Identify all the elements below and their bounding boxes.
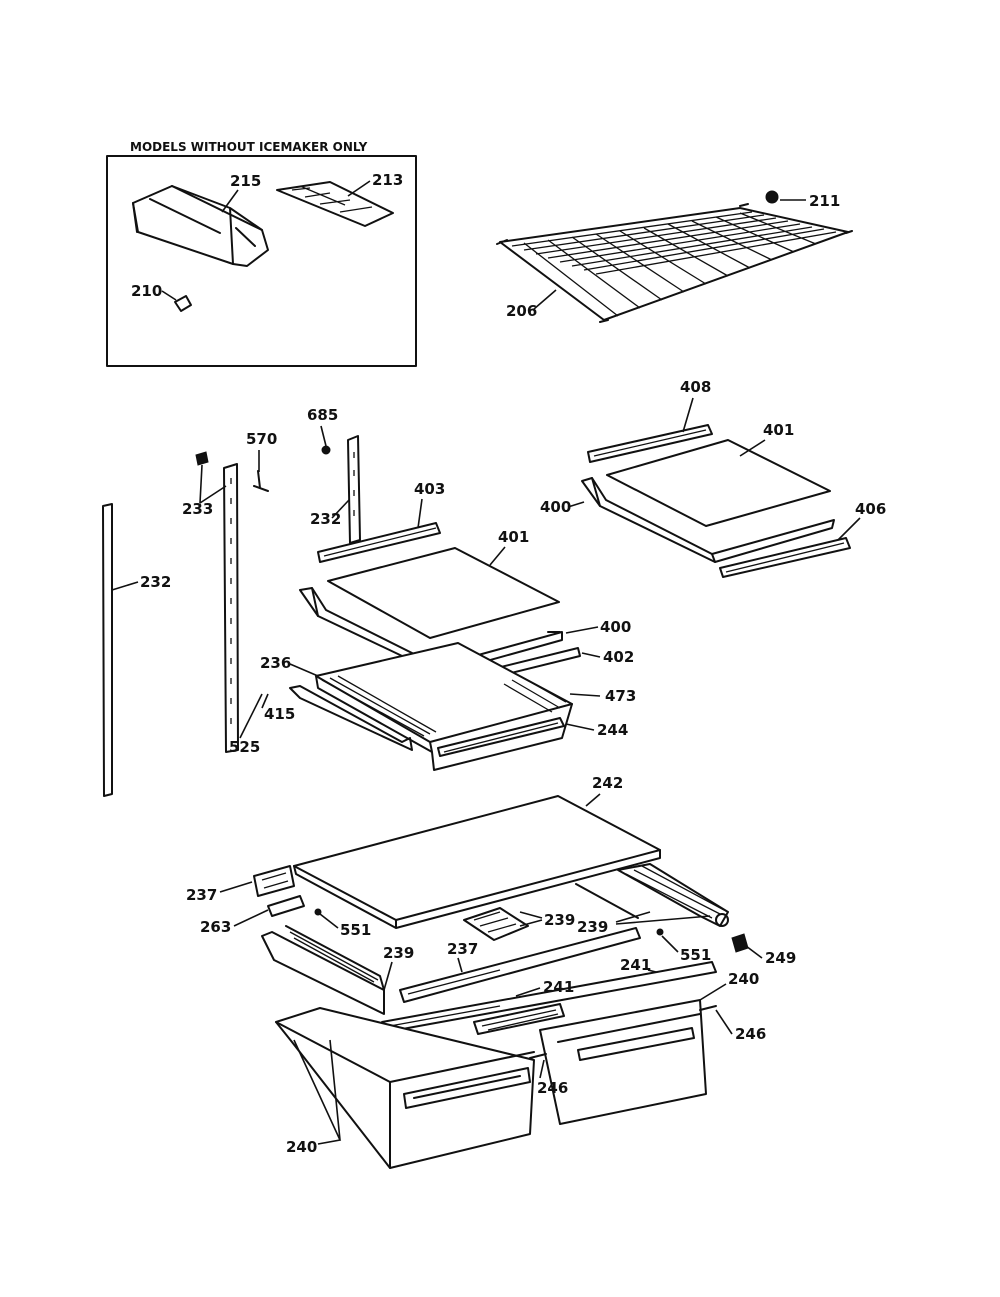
label-400a: 400 — [540, 498, 571, 516]
part-210 — [174, 295, 192, 312]
part-crisper-drawer-right — [539, 999, 717, 1125]
label-401a: 401 — [763, 421, 794, 439]
part-right-side-rail — [575, 863, 729, 927]
label-401b: 401 — [498, 528, 529, 546]
label-415: 415 — [264, 705, 295, 723]
label-210: 210 — [131, 282, 162, 300]
label-240b: 240 — [286, 1138, 317, 1156]
label-685: 685 — [307, 406, 338, 424]
label-263: 263 — [200, 918, 231, 936]
label-233: 233 — [182, 500, 213, 518]
part-crisper-cover — [293, 795, 661, 929]
part-crisper-drawer-left — [275, 1007, 547, 1169]
label-206: 206 — [506, 302, 537, 320]
label-239b: 239 — [577, 918, 608, 936]
inset-title: MODELS WITHOUT ICEMAKER ONLY — [130, 140, 368, 154]
label-473: 473 — [605, 687, 636, 705]
label-237a: 237 — [186, 886, 217, 904]
label-244: 244 — [597, 721, 628, 739]
part-screw-685 — [321, 445, 331, 455]
part-screw-570 — [253, 470, 269, 492]
part-249 — [731, 933, 749, 953]
part-rail-ladder — [223, 463, 239, 753]
part-263 — [267, 895, 305, 917]
part-ice-tray — [276, 181, 394, 227]
label-408: 408 — [680, 378, 711, 396]
label-246a: 246 — [735, 1025, 766, 1043]
label-232b: 232 — [140, 573, 171, 591]
label-232a: 232 — [310, 510, 341, 528]
label-239c: 239 — [383, 944, 414, 962]
label-215: 215 — [230, 172, 261, 190]
part-shelf-bumper — [765, 190, 779, 204]
label-241b: 241 — [543, 978, 574, 996]
label-570: 570 — [246, 430, 277, 448]
part-screw-551b — [656, 928, 664, 936]
inset-frame — [106, 155, 417, 367]
label-242: 242 — [592, 774, 623, 792]
part-support-237a — [253, 865, 295, 897]
part-wire-shelf — [496, 203, 853, 323]
label-241a: 241 — [620, 956, 651, 974]
label-403: 403 — [414, 480, 445, 498]
label-551a: 551 — [340, 921, 371, 939]
part-left-frame — [261, 925, 385, 1015]
part-ice-bucket — [132, 185, 269, 267]
part-middle-shelf — [299, 522, 581, 689]
part-clip-233 — [195, 451, 209, 466]
label-237b: 237 — [447, 940, 478, 958]
part-meat-pan-assembly — [289, 642, 573, 771]
label-211: 211 — [809, 192, 840, 210]
label-240a: 240 — [728, 970, 759, 988]
part-rail-short — [347, 435, 361, 544]
label-236: 236 — [260, 654, 291, 672]
label-239a: 239 — [544, 911, 575, 929]
part-center-support — [463, 907, 529, 941]
label-213: 213 — [372, 171, 403, 189]
icemaker-inset: MODELS WITHOUT ICEMAKER ONLY 215 213 210 — [106, 140, 417, 367]
label-525: 525 — [229, 738, 260, 756]
label-400b: 400 — [600, 618, 631, 636]
part-rail-left — [102, 503, 113, 797]
label-402: 402 — [603, 648, 634, 666]
part-screw-551a — [314, 908, 322, 916]
part-upper-right-shelf — [581, 424, 851, 578]
label-249: 249 — [765, 949, 796, 967]
part-center-rail — [399, 927, 641, 1003]
label-551b: 551 — [680, 946, 711, 964]
label-246b: 246 — [537, 1079, 568, 1097]
label-406: 406 — [855, 500, 886, 518]
